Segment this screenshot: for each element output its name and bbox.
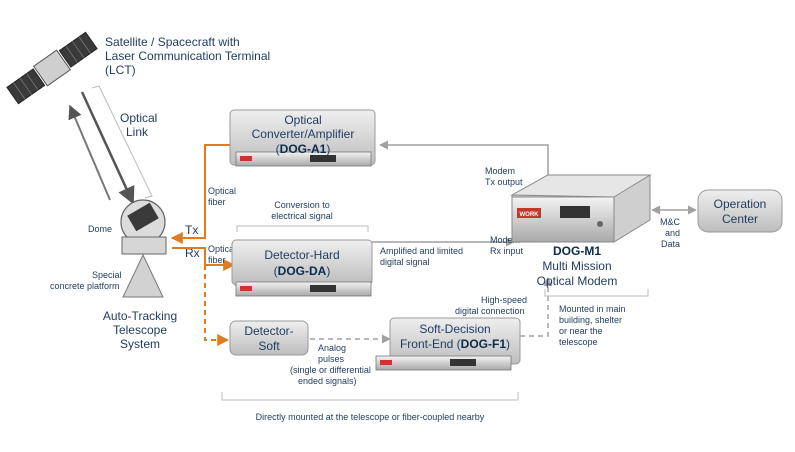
mc-label-3: Data <box>661 239 680 249</box>
dog-da-device <box>231 239 373 297</box>
optical-link-label-1: Optical <box>120 111 157 125</box>
dog-m1-device <box>510 174 652 243</box>
tx-label: Tx <box>185 223 198 237</box>
operation-center-box <box>697 189 783 233</box>
dog-a1-device <box>229 109 376 167</box>
dog-f1-label-1: Soft-Decision <box>419 322 490 336</box>
mounted-bracket <box>544 289 649 297</box>
operation-center-label-1: Operation <box>714 197 767 211</box>
dog-f1-code: DOG-F1 <box>461 337 507 351</box>
detector-soft-label-2: Soft <box>258 339 280 353</box>
analog-label-2: pulses <box>318 354 345 364</box>
dome-label: Dome <box>88 224 112 234</box>
modem-tx-label-1: Modem <box>485 166 515 176</box>
telescope-system-label-3: System <box>120 337 160 351</box>
detector-soft-label-1: Detector- <box>244 324 293 338</box>
dog-a1-label-2: Converter/Amplifier <box>252 127 355 141</box>
analog-label-4: ended signals) <box>298 376 357 386</box>
bottom-note: Directly mounted at the telescope or fib… <box>256 412 485 422</box>
mc-label-2: and <box>665 228 680 238</box>
platform-label-1: Special <box>92 270 122 280</box>
satellite-icon <box>6 31 98 105</box>
analog-label-3: (single or differential <box>290 365 371 375</box>
dog-a1-code: DOG-A1 <box>280 142 327 156</box>
modem-tx-label-2: Tx output <box>485 177 523 187</box>
mounted-label-4: telescope <box>559 337 598 347</box>
optical-link-beam <box>68 85 153 205</box>
dog-f1-label-2: Front-End <box>400 337 453 351</box>
dog-m1-code: DOG-M1 <box>553 244 601 258</box>
dog-m1-label-2: Multi Mission <box>542 259 611 273</box>
satellite-label-2: Laser Communication Terminal <box>105 49 270 63</box>
high-speed-line <box>520 277 553 337</box>
dog-m1-label-3: Optical Modem <box>537 274 618 288</box>
rx-label: Rx <box>185 246 200 260</box>
operation-center-label-2: Center <box>722 212 758 226</box>
mounted-label-2: building, shelter <box>559 315 622 325</box>
modem-rx-label-1: Modem <box>490 235 520 245</box>
detector-soft-box <box>229 320 309 356</box>
satellite-label-3: (LCT) <box>105 63 136 77</box>
dog-da-code: DOG-DA <box>278 264 327 278</box>
fiber-rx-label-1: Optical <box>208 244 236 254</box>
dog-da-label-1: Detector-Hard <box>264 248 339 262</box>
platform-label-2: concrete platform <box>50 281 120 291</box>
conversion-label-1: Conversion to <box>274 200 330 210</box>
mounted-label-3: or near the <box>559 326 603 336</box>
fiber-rx-label-2: fiber <box>208 255 226 265</box>
fiber-tx-label-2: fiber <box>208 197 226 207</box>
conversion-label-2: electrical signal <box>271 211 333 221</box>
svg-text:Front-End (DOG-F1): Front-End (DOG-F1) <box>400 337 510 351</box>
bottom-bracket <box>221 392 519 401</box>
dog-f1-device <box>375 317 521 371</box>
high-speed-label-1: High-speed <box>481 295 527 305</box>
svg-text:(DOG-DA): (DOG-DA) <box>274 264 331 278</box>
fiber-tx-label-1: Optical <box>208 186 236 196</box>
modem-tx-line <box>379 140 549 193</box>
analog-label-1: Analog <box>318 343 346 353</box>
telescope-system-label-1: Auto-Tracking <box>103 309 177 323</box>
mounted-label-1: Mounted in main <box>559 304 626 314</box>
fiber-lines <box>170 144 236 346</box>
amplified-label-2: digital signal <box>380 257 430 267</box>
mc-label-1: M&C <box>660 217 681 227</box>
svg-text:(DOG-A1): (DOG-A1) <box>276 142 331 156</box>
optical-link-label-2: Link <box>126 125 149 139</box>
satellite-label-1: Satellite / Spacecraft with <box>105 35 240 49</box>
dog-m1-brand: WORK <box>520 212 540 218</box>
high-speed-label-2: digital connection <box>455 306 525 316</box>
dog-a1-label-1: Optical <box>284 113 321 127</box>
conversion-bracket <box>236 225 369 232</box>
amplified-label-1: Amplified and limited <box>380 246 463 256</box>
telescope-system-label-2: Telescope <box>113 323 167 337</box>
telescope-icon <box>120 199 167 298</box>
modem-rx-label-2: Rx input <box>490 246 524 256</box>
